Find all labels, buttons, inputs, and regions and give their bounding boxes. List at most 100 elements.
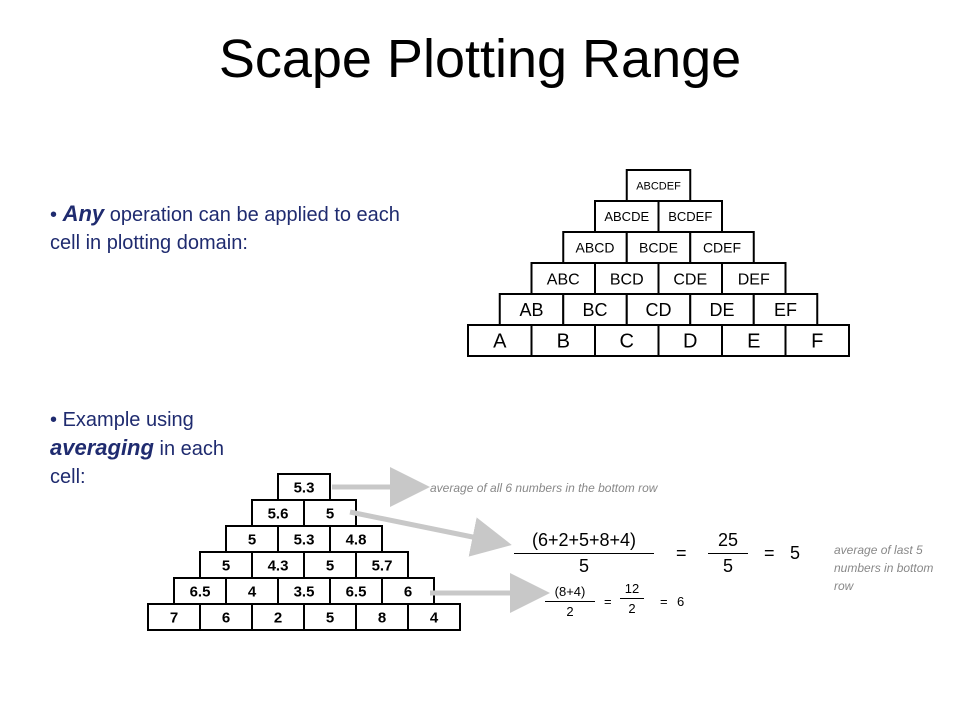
- top-pyramid-cell: [721, 324, 787, 357]
- bullet-marker: •: [50, 409, 58, 431]
- top-pyramid-cell-label: B: [557, 331, 570, 353]
- bottom-pyramid-cell-label: 4: [248, 583, 257, 600]
- bottom-pyramid-cell-label: 5: [222, 557, 230, 574]
- top-pyramid-cell-label: D: [683, 331, 697, 353]
- bottom-pyramid: 5.3 5.6 5 5 5.3 4.8 5 4.3 5 5.7 6.5 4 3.5 6.5 6 7 6 2 5 8 4: [147, 473, 461, 631]
- slide-title: Scape Plotting Range: [218, 29, 742, 89]
- top-pyramid-cell-label: ABCD: [576, 240, 615, 256]
- top-pyramid-cell: [467, 324, 533, 357]
- bottom-pyramid-cell-label: 5.7: [372, 557, 393, 574]
- large-result: 5: [790, 543, 801, 563]
- bottom-pyramid-cell: [251, 499, 305, 527]
- arrow-to-large-formula: [349, 509, 512, 557]
- bottom-pyramid-cell-label: 4.8: [346, 531, 367, 548]
- fraction-bar: [514, 553, 654, 554]
- fraction-numerator: 12: [624, 581, 640, 596]
- fraction-numerator: 25: [717, 530, 739, 550]
- bottom-pyramid-cell-label: 6: [222, 609, 230, 626]
- top-pyramid-cell-label: ABCDE: [604, 209, 649, 224]
- top-pyramid-cell: [689, 231, 755, 264]
- top-pyramid-cell-label: BCDEF: [668, 209, 712, 224]
- fraction-denominator: 2: [566, 604, 574, 619]
- equals-sign: =: [676, 543, 687, 563]
- top-pyramid-cell: [562, 293, 628, 326]
- emphasis-averaging: averaging: [50, 435, 154, 460]
- top-pyramid-cell: [625, 293, 692, 326]
- top-pyramid-cell-label: DE: [709, 300, 734, 320]
- fraction-denominator: 5: [578, 556, 589, 576]
- equals-sign: =: [764, 543, 775, 563]
- small-fraction-value: 12 2: [620, 581, 644, 616]
- bottom-pyramid-cell: [355, 551, 409, 579]
- top-pyramid-cell-label: E: [747, 331, 760, 353]
- top-pyramid-cell-label: CDE: [673, 271, 707, 288]
- equals-sign: =: [604, 594, 612, 609]
- bottom-pyramid-cell-label: 5: [326, 557, 334, 574]
- bottom-pyramid-cell-label: 2: [274, 609, 282, 626]
- top-pyramid-cell: [594, 262, 660, 295]
- bullet-text: operation can be applied to each cell in…: [50, 204, 400, 254]
- top-pyramid-cell: [562, 231, 628, 264]
- bottom-pyramid-cell: [407, 603, 461, 631]
- bullet-example-averaging: • Example using averaging in each cell:: [50, 406, 230, 491]
- bottom-pyramid-cell-label: 7: [170, 609, 178, 626]
- top-pyramid-cell-label: BC: [582, 300, 607, 320]
- bottom-pyramid-cell-label: 3.5: [294, 583, 315, 600]
- bottom-pyramid-cell-label: 6: [404, 583, 412, 600]
- bottom-pyramid-cell: [329, 525, 383, 553]
- equals-sign: =: [660, 594, 668, 609]
- fraction-denominator: 2: [628, 601, 636, 616]
- bottom-pyramid-cell: [277, 525, 331, 553]
- top-pyramid-cell: [625, 169, 692, 202]
- top-pyramid-cell: [657, 324, 723, 357]
- bottom-pyramid-cell-label: 5.3: [294, 479, 315, 496]
- top-pyramid-cell-label: AB: [519, 300, 543, 320]
- bottom-pyramid-cell-label: 5: [326, 609, 334, 626]
- fraction-bar: [545, 601, 595, 602]
- bullet-any-operation: • Any operation can be applied to each c…: [50, 200, 410, 257]
- bottom-pyramid-cell-label: 5.6: [268, 505, 289, 522]
- emphasis-any: Any: [62, 201, 105, 226]
- large-fraction-sum: (6+2+5+8+4) 5: [514, 530, 654, 577]
- top-pyramid-cell-label: EF: [774, 300, 797, 320]
- top-pyramid-cell: [594, 200, 660, 233]
- bottom-pyramid-cell: [277, 473, 331, 501]
- top-pyramid-cell: [594, 324, 660, 357]
- bottom-pyramid-cell-label: 4.3: [268, 557, 289, 574]
- bullet-marker: •: [50, 204, 58, 226]
- small-fraction-sum: (8+4) 2: [545, 584, 595, 619]
- top-pyramid-cell: [657, 200, 723, 233]
- bottom-pyramid-cell-label: 6.5: [190, 583, 211, 600]
- note-average-last-five: average of last 5 numbers in bottom row: [834, 543, 934, 593]
- top-pyramid-cell-label: C: [620, 331, 634, 353]
- top-pyramid-cell-label: A: [493, 331, 507, 353]
- bottom-pyramid-cell-label: 4: [430, 609, 439, 626]
- top-pyramid-cell-label: DEF: [738, 271, 770, 288]
- top-pyramid-cell: [784, 324, 850, 357]
- fraction-denominator: 5: [722, 556, 733, 576]
- bottom-pyramid-cell-label: 5.3: [294, 531, 315, 548]
- small-result: 6: [677, 594, 685, 609]
- large-fraction-value: 25 5: [708, 530, 748, 577]
- bottom-pyramid-cell: [329, 577, 383, 605]
- fraction-bar: [708, 553, 748, 554]
- bullet-text-before: Example using: [62, 409, 194, 431]
- top-pyramid-cell-label: CD: [646, 300, 672, 320]
- bottom-pyramid-cell-label: 6.5: [346, 583, 367, 600]
- bottom-pyramid-cell: [355, 603, 409, 631]
- top-pyramid-cell-label: CDEF: [703, 240, 741, 256]
- bottom-pyramid-cell-label: 8: [378, 609, 386, 626]
- bottom-pyramid-cell-label: 5: [248, 531, 256, 548]
- fraction-numerator: (8+4): [554, 584, 586, 599]
- bullet-text-after: in each cell:: [50, 438, 224, 488]
- note-average-all-six: average of all 6 numbers in the bottom r…: [430, 481, 658, 495]
- top-pyramid-cell-label: F: [811, 331, 823, 353]
- top-pyramid-cell-label: ABCDEF: [636, 180, 681, 192]
- fraction-numerator: (6+2+5+8+4): [531, 530, 637, 550]
- top-pyramid-cell-label: ABC: [547, 271, 580, 288]
- top-pyramid-cell-label: BCDE: [639, 240, 678, 256]
- bottom-pyramid-cell-label: 5: [326, 505, 334, 522]
